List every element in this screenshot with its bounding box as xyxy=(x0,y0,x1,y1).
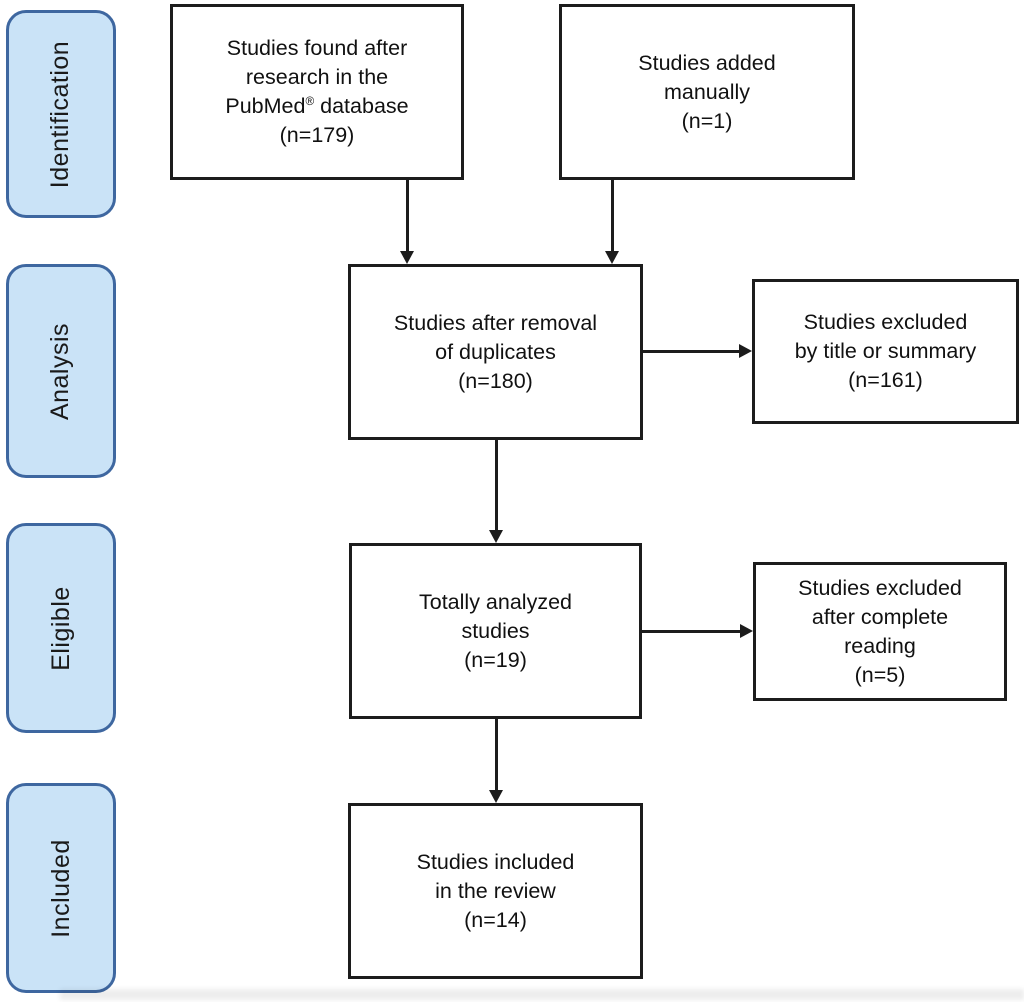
text-line: of duplicates xyxy=(435,339,556,364)
arrow-found-to-dedup xyxy=(406,180,409,252)
arrow-analyzed-to-excluded-reading xyxy=(642,630,741,633)
text-line: Studies found after xyxy=(226,36,408,60)
text-line: (n=5) xyxy=(854,662,906,687)
text-line: PubMed® database xyxy=(225,93,409,118)
node-included-in-review: Studies included in the review (n=14) xyxy=(348,803,643,979)
arrow-dedup-to-excluded-title xyxy=(643,350,740,353)
node-totally-analyzed: Totally analyzed studies (n=19) xyxy=(349,543,642,719)
text-line: (n=19) xyxy=(464,647,527,672)
text-line: (n=180) xyxy=(458,368,533,393)
arrowhead-dedup-to-excluded-title xyxy=(739,344,752,358)
stage-included-label: Included xyxy=(46,838,75,938)
stage-eligible: Eligible xyxy=(6,523,116,733)
arrow-dedup-to-analyzed xyxy=(495,440,498,531)
arrowhead-dedup-to-analyzed xyxy=(489,530,503,543)
text-line: after complete xyxy=(811,604,949,629)
text-line: (n=179) xyxy=(279,123,355,147)
text-line: by title or summary xyxy=(794,339,977,363)
stage-eligible-label: Eligible xyxy=(46,585,75,671)
text-line: Studies added xyxy=(638,50,776,75)
stage-identification-label: Identification xyxy=(46,40,75,188)
registered-mark: ® xyxy=(305,93,315,108)
text-line: studies xyxy=(461,618,530,643)
text-line: reading xyxy=(844,633,916,658)
node-excluded-by-title: Studies excluded by title or summary (n=16… xyxy=(752,279,1019,424)
text-line: in the review xyxy=(435,878,556,903)
text-line: (n=161) xyxy=(848,368,923,392)
text-line: manually xyxy=(663,79,751,104)
stage-identification: Identification xyxy=(6,10,116,218)
text-line: Totally analyzed xyxy=(419,589,572,614)
stage-analysis: Analysis xyxy=(6,264,116,478)
node-excluded-after-reading: Studies excluded after complete reading (n=… xyxy=(753,562,1007,701)
text-line: Studies excluded xyxy=(803,310,968,334)
text-line: research in the xyxy=(245,65,389,89)
text-line: (n=1) xyxy=(681,108,733,133)
node-after-duplicate-removal: Studies after removal of duplicates (n=180… xyxy=(348,264,643,440)
arrowhead-found-to-dedup xyxy=(400,251,414,264)
arrow-manual-to-dedup xyxy=(611,180,614,252)
text-line: Studies included xyxy=(416,849,575,874)
text-line: Studies excluded xyxy=(798,575,962,600)
arrowhead-analyzed-to-excluded-reading xyxy=(740,624,753,638)
node-studies-added-manually: Studies added manually (n=1) xyxy=(559,4,855,180)
bottom-scan-artifact xyxy=(60,989,1024,1000)
stage-included: Included xyxy=(6,783,116,993)
text-line: Studies after removal xyxy=(393,310,598,335)
stage-analysis-label: Analysis xyxy=(46,322,75,420)
arrowhead-analyzed-to-included xyxy=(489,790,503,803)
arrow-analyzed-to-included xyxy=(495,719,498,791)
text-line: (n=14) xyxy=(464,907,527,932)
arrowhead-manual-to-dedup xyxy=(605,251,619,264)
